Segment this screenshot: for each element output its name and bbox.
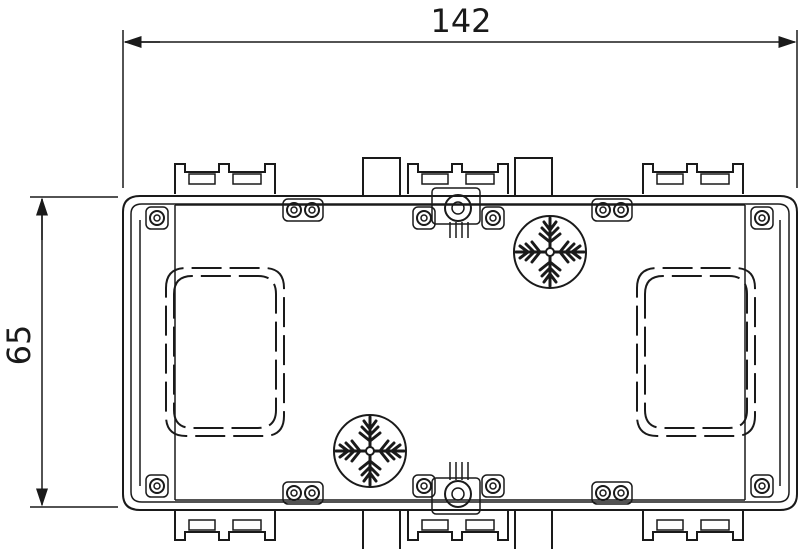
corner-screw-top-right [750, 206, 774, 230]
clip-tab-top-center [407, 163, 509, 195]
clip-tab-bottom-left [174, 509, 276, 541]
corner-screw-bottom-left [145, 474, 169, 498]
cable-entry-bottom [332, 413, 408, 489]
center-screw-top [412, 187, 505, 238]
top-latches [362, 157, 553, 196]
screw-pair-top-right [591, 198, 633, 222]
junction-box [122, 157, 798, 549]
bottom-latches [362, 510, 553, 549]
cutout-right [636, 267, 756, 437]
screw-pair-top-left [282, 198, 324, 222]
box-outer-frame [122, 195, 798, 511]
center-screw-bottom [412, 462, 505, 515]
cutout-left [165, 267, 285, 437]
height-dimension: 65 [0, 196, 118, 508]
cable-entry-top [512, 214, 588, 290]
height-dimension-label: 65 [0, 325, 38, 366]
width-dimension-label: 142 [430, 2, 491, 40]
clip-tab-bottom-right [642, 509, 744, 541]
width-dimension: 142 [122, 2, 798, 188]
clip-tab-top-right [642, 163, 744, 195]
corner-screw-top-left [145, 206, 169, 230]
clip-tab-top-left [174, 163, 276, 195]
corner-screw-bottom-right [750, 474, 774, 498]
